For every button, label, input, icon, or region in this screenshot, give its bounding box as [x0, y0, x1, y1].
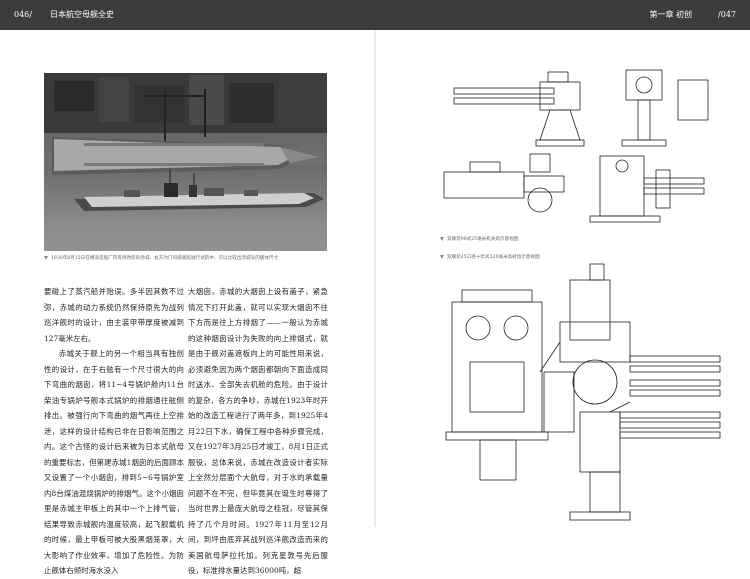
- gun-mount-drawing-bottom: [440, 262, 725, 527]
- page-gutter: [374, 30, 376, 527]
- body-column-left: 要碰上了蒸汽船并贻误。多半因其数不过弥，赤城的动力系统仍然保持原先为战列巡洋舰时…: [44, 284, 184, 579]
- page-number-right: /047: [718, 10, 736, 19]
- caption-triangle-icon: [44, 255, 48, 260]
- caption-triangle-icon: [440, 236, 444, 241]
- photo-caption: 1930年8月15日在横滨造船厂内等待改装的赤城、右方为门司级舰船进行试航中、可…: [44, 255, 334, 261]
- page-header-left: 046/ 日本航空母舰全史: [0, 0, 375, 30]
- gun-mount-drawing-top: [440, 60, 720, 230]
- figure-caption-top: 双联装96式25毫米机关炮示意视图: [440, 236, 518, 242]
- historical-photo: [44, 73, 327, 251]
- chapter-title: 第一章 初创: [649, 10, 692, 19]
- page-header-right: 第一章 初创 /047: [375, 0, 750, 30]
- paragraph: 要碰上了蒸汽船并贻误。多半因其数不过弥，赤城的动力系统仍然保持原先为战列巡洋舰时…: [44, 287, 184, 343]
- paragraph: 赤城关于舰上的另一个相当具有独创性的设计，在于右舷有一个尺寸很大的向下弯曲的烟囱…: [44, 349, 184, 575]
- figure-caption-bottom: 双联装45口径十年式120毫米高射炮示意视图: [440, 254, 540, 260]
- body-column-right: 大烟囱，赤城的大烟囱上设有盖子，紧急情况下打开此盖，就可以实现大烟囱不往下方而是…: [188, 284, 328, 579]
- paragraph: 大烟囱，赤城的大烟囱上设有盖子，紧急情况下打开此盖，就可以实现大烟囱不往下方而是…: [188, 287, 328, 575]
- page-number-left: 046/: [14, 10, 32, 19]
- caption-triangle-icon: [440, 254, 444, 259]
- book-title: 日本航空母舰全史: [50, 10, 114, 19]
